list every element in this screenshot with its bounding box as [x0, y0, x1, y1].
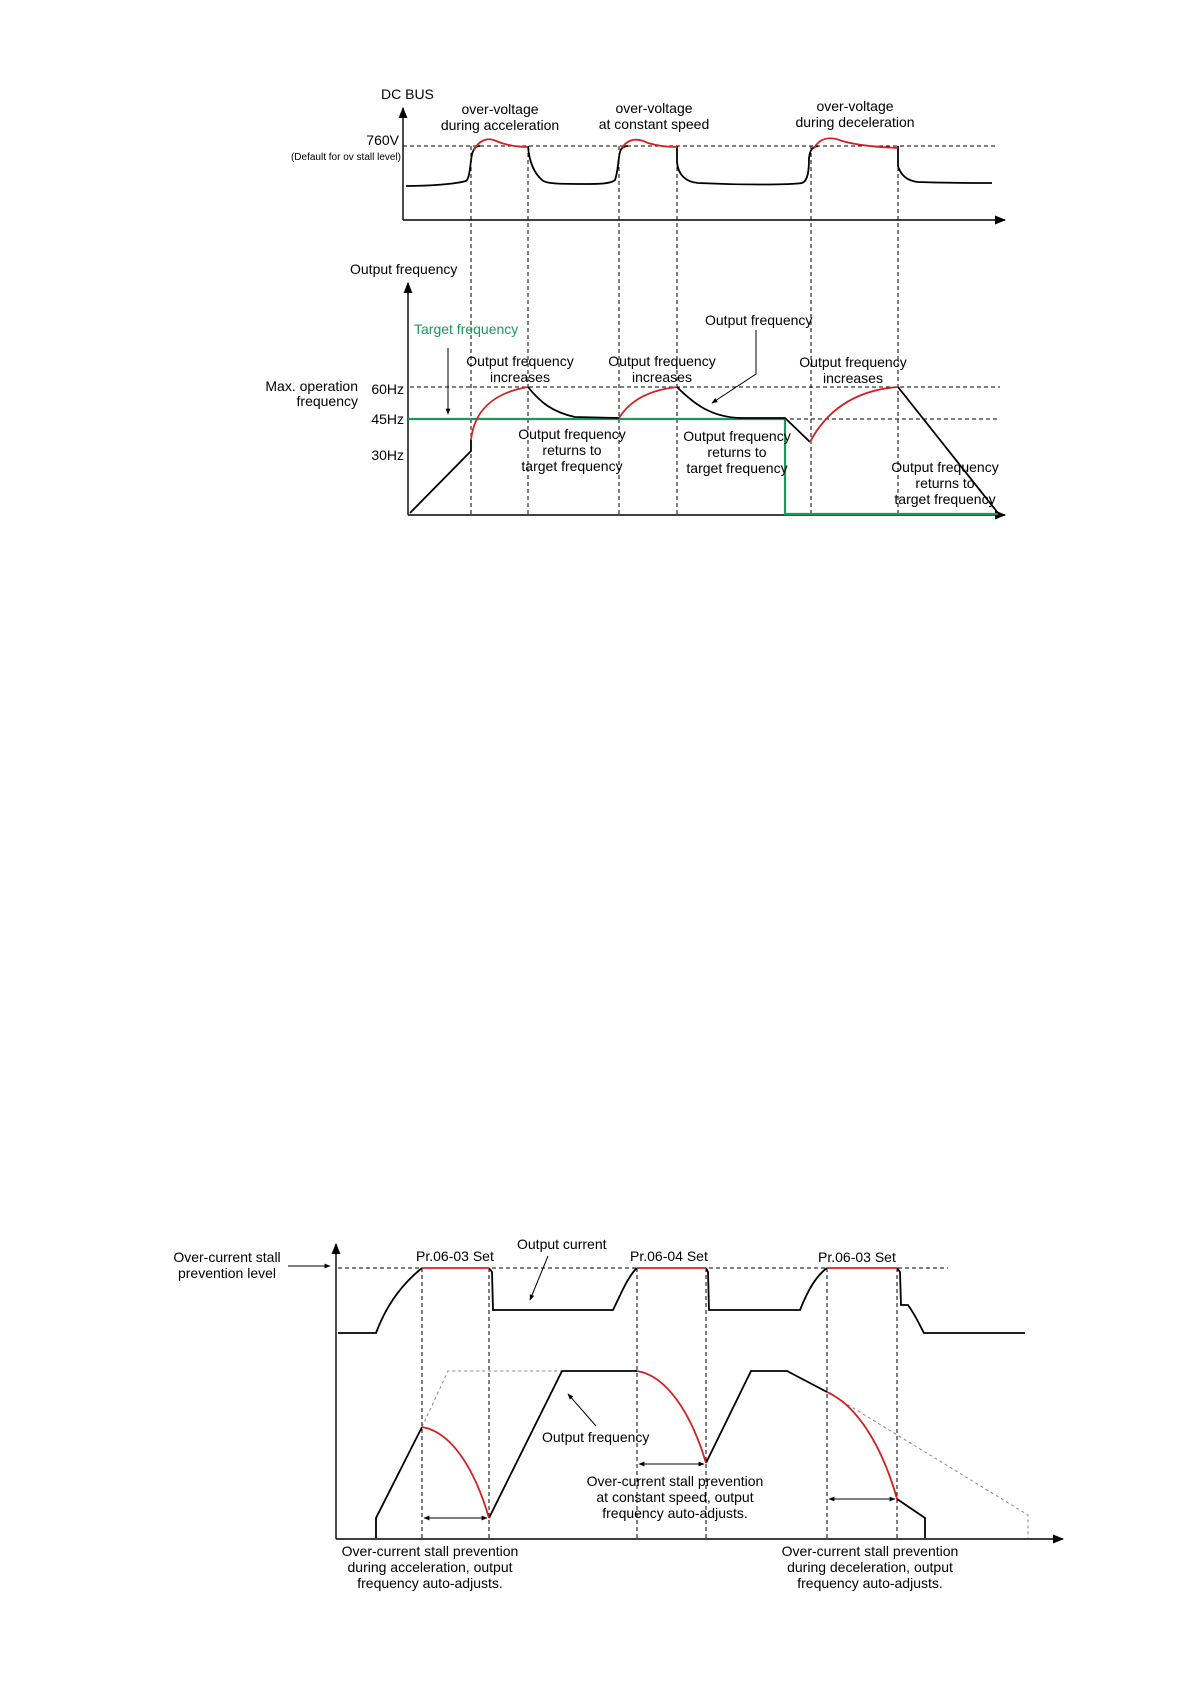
ov-stall-acc — [473, 138, 529, 151]
oc-dec-3: frequency auto-adjusts. — [797, 1575, 943, 1591]
freq-increase-2 — [618, 386, 678, 419]
freq-increase-1 — [470, 386, 529, 441]
oc-acc-3: frequency auto-adjusts. — [357, 1575, 503, 1591]
target-frequency-label: Target frequency — [414, 321, 518, 337]
returns-2-c: target frequency — [686, 460, 787, 476]
increases-2-a: Output frequency — [608, 353, 715, 369]
tick-30hz: 30Hz — [371, 447, 404, 463]
ann-ov-acc-2: during acceleration — [441, 117, 559, 133]
oc-freq-stall-dec — [826, 1391, 898, 1500]
overvoltage-diagram: DC BUS over-voltage during acceleration … — [265, 86, 1007, 520]
oc-dec-1: Over-current stall prevention — [782, 1543, 959, 1559]
ideal-frequency-dashed-2 — [826, 1391, 1029, 1538]
increases-2-b: increases — [632, 369, 692, 385]
returns-1-b: returns to — [542, 442, 601, 458]
oc-const-3: frequency auto-adjusts. — [602, 1505, 748, 1521]
target-frequency-line — [408, 417, 998, 516]
increases-3-b: increases — [823, 370, 883, 386]
oc-acc-2: during acceleration, output — [348, 1559, 513, 1575]
output-frequency-curve-oc — [375, 1370, 926, 1538]
max-op-freq-2: frequency — [297, 393, 358, 409]
ann-ov-const-2: at constant speed — [599, 116, 710, 132]
oc-freq-stall-acc — [421, 1426, 490, 1519]
dc-bus-label: DC BUS — [381, 86, 434, 102]
oc-freq-stall-const — [636, 1370, 707, 1464]
tick-45hz: 45Hz — [371, 411, 404, 427]
output-frequency-curve — [409, 386, 999, 514]
returns-3-b: returns to — [915, 475, 974, 491]
ov-level-value: 760V — [366, 132, 399, 148]
ann-ov-dec-1: over-voltage — [816, 98, 893, 114]
ov-stall-const — [621, 138, 678, 149]
output-current-curve — [338, 1267, 1025, 1334]
returns-2-a: Output frequency — [683, 428, 790, 444]
tick-60hz: 60Hz — [371, 381, 404, 397]
returns-3-a: Output frequency — [891, 459, 998, 475]
pr-set-1: Pr.06-03 Set — [416, 1248, 494, 1264]
increases-3-a: Output frequency — [799, 354, 906, 370]
output-current-label: Output current — [517, 1236, 607, 1252]
oc-acc-1: Over-current stall prevention — [342, 1543, 519, 1559]
returns-1-a: Output frequency — [518, 426, 625, 442]
returns-2-b: returns to — [707, 444, 766, 460]
outfreq-pointer-arrow — [711, 330, 757, 404]
output-current-arrow — [529, 1255, 549, 1301]
output-frequency-label-oc: Output frequency — [542, 1429, 649, 1445]
ov-level-note: (Default for ov stall level) — [291, 152, 401, 163]
increases-1-a: Output frequency — [466, 353, 573, 369]
oc-const-1: Over-current stall prevention — [587, 1473, 764, 1489]
oc-level-label-2: prevention level — [178, 1265, 276, 1281]
freq-axis-label: Output frequency — [350, 261, 457, 277]
ann-ov-dec-2: during deceleration — [795, 114, 914, 130]
dc-bus-curve — [405, 145, 993, 187]
oc-const-2: at constant speed, output — [596, 1489, 753, 1505]
returns-1-c: target frequency — [521, 458, 622, 474]
pr-set-3: Pr.06-03 Set — [818, 1249, 896, 1265]
ann-ov-acc-1: over-voltage — [461, 101, 538, 117]
ov-stall-dec — [813, 137, 899, 149]
increases-1-b: increases — [490, 369, 550, 385]
pr-set-2: Pr.06-04 Set — [630, 1248, 708, 1264]
ann-ov-const-1: over-voltage — [615, 100, 692, 116]
output-frequency-arrow-oc — [567, 1393, 597, 1427]
returns-3-c: target frequency — [894, 491, 995, 507]
ideal-frequency-dashed-1 — [421, 1370, 562, 1428]
overcurrent-diagram: Over-current stall prevention level Pr.0… — [173, 1236, 1065, 1591]
max-op-freq-1: Max. operation — [265, 378, 358, 394]
freq-increase-3 — [809, 386, 899, 443]
oc-dec-2: during deceleration, output — [787, 1559, 953, 1575]
oc-level-label-1: Over-current stall — [173, 1249, 280, 1265]
outfreq-pointer-label: Output frequency — [705, 312, 812, 328]
